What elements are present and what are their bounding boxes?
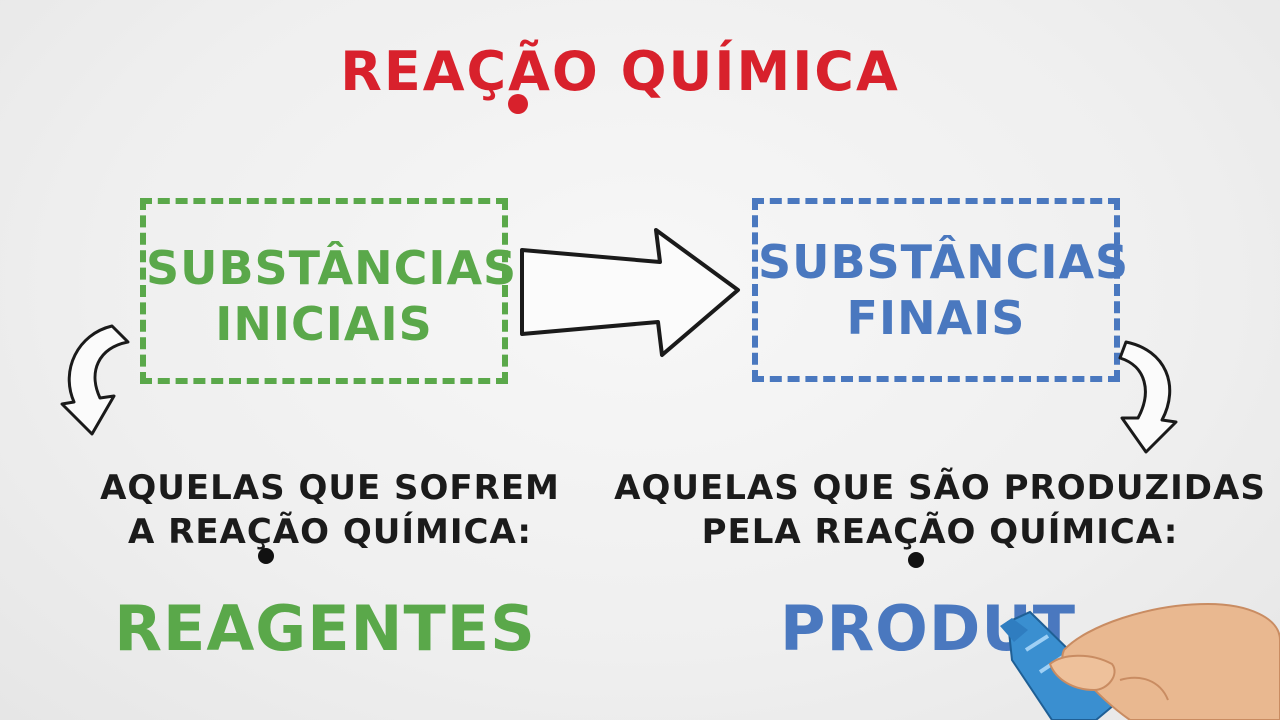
marker-dot bbox=[908, 552, 924, 568]
box-right-line1: SUBSTÂNCIAS bbox=[758, 235, 1130, 289]
desc-left-line1: AQUELAS QUE SOFREM bbox=[100, 468, 560, 508]
initial-substances-box: SUBSTÂNCIAS INICIAIS bbox=[140, 198, 518, 384]
curved-down-arrow-icon bbox=[60, 324, 130, 436]
desc-right-line2: PELA REAÇÃO QUÍMICA: bbox=[701, 512, 1179, 552]
desc-left-line2: A REAÇÃO QUÍMICA: bbox=[127, 512, 532, 552]
desc-right-line1: AQUELAS QUE SÃO PRODUZIDAS bbox=[614, 468, 1266, 508]
marker-dot bbox=[508, 94, 528, 114]
final-substances-label: SUBSTÂNCIAS FINAIS bbox=[758, 234, 1130, 346]
reagents-term: REAGENTES bbox=[114, 592, 536, 665]
final-substances-box: SUBSTÂNCIAS FINAIS bbox=[752, 198, 1130, 382]
initial-substances-label: SUBSTÂNCIAS INICIAIS bbox=[146, 240, 518, 352]
box-left-line2: INICIAIS bbox=[215, 297, 433, 351]
reagents-description: AQUELAS QUE SOFREM A REAÇÃO QUÍMICA: bbox=[90, 466, 570, 554]
page-title: REAÇÃO QUÍMICA bbox=[340, 40, 900, 103]
box-right-line2: FINAIS bbox=[846, 291, 1026, 345]
big-right-arrow-icon bbox=[520, 228, 740, 357]
marker-dot bbox=[258, 548, 274, 564]
products-description: AQUELAS QUE SÃO PRODUZIDAS PELA REAÇÃO Q… bbox=[600, 466, 1280, 554]
box-left-line1: SUBSTÂNCIAS bbox=[146, 241, 518, 295]
curved-down-arrow-icon bbox=[1118, 340, 1178, 454]
